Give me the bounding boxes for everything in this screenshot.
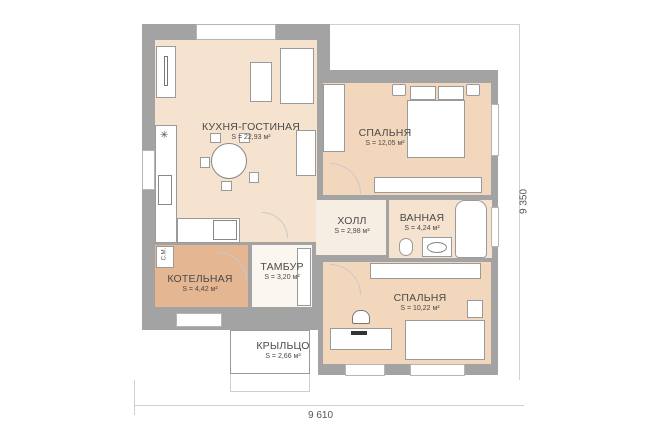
side-cabinet — [296, 130, 316, 176]
desk — [330, 328, 392, 350]
window-bottom-bedroom2-a — [345, 364, 385, 376]
room-area: S = 2,98 м² — [334, 228, 370, 236]
dimension-height: 9 350 — [518, 188, 530, 215]
label-vestibule: ТАМБУР S = 3,20 м² — [252, 261, 312, 282]
washing-machine — [156, 246, 174, 268]
label-porch: КРЫЛЬЦО S = 2,66 м² — [248, 340, 318, 361]
laptop — [351, 331, 367, 335]
wardrobe-bedroom1 — [323, 84, 345, 152]
nightstand-bedroom2 — [467, 300, 483, 318]
room-name: КОТЕЛЬНАЯ — [167, 273, 233, 285]
room-area: S = 3,20 м² — [264, 274, 300, 282]
pillow-right — [438, 86, 464, 100]
room-name: ВАННАЯ — [399, 212, 445, 224]
pillow-left — [410, 86, 436, 100]
dimension-line-top — [325, 24, 520, 25]
dresser-bedroom1 — [374, 177, 482, 193]
room-name: ТАМБУР — [260, 261, 304, 273]
room-name: СПАЛЬНЯ — [393, 292, 447, 304]
bathtub — [455, 200, 487, 258]
label-hall: ХОЛЛ S = 2,98 м² — [322, 215, 382, 236]
tv-stand — [250, 62, 272, 102]
room-name: СПАЛЬНЯ — [358, 127, 412, 139]
window-right-bedroom1 — [491, 104, 499, 156]
window-top-kitchen — [196, 24, 276, 40]
double-bed — [407, 100, 465, 158]
dining-chair-3 — [200, 157, 210, 168]
dimension-line-right — [519, 24, 520, 380]
dimension-line-bottom — [134, 405, 524, 406]
room-area: S = 22,93 м² — [231, 134, 271, 142]
window-right-bathroom — [491, 207, 499, 247]
office-chair — [352, 310, 370, 324]
porch-steps — [230, 374, 310, 392]
room-name: КРЫЛЬЦО — [256, 340, 310, 352]
nightstand-right — [466, 84, 480, 96]
label-boiler: КОТЕЛЬНАЯ S = 4,42 м² — [160, 273, 240, 294]
room-hall — [316, 200, 386, 255]
room-area: S = 12,05 м² — [365, 140, 405, 148]
dresser-bedroom2 — [370, 263, 481, 279]
window-bottom-boiler — [176, 313, 222, 327]
basin — [427, 242, 447, 253]
fridge-icon: ✳ — [160, 130, 169, 141]
sofa — [280, 48, 314, 104]
single-bed — [405, 320, 485, 360]
dining-chair-2 — [239, 133, 250, 143]
nightstand-left — [392, 84, 406, 96]
washing-machine-label: С.М. — [161, 247, 168, 261]
dimension-width: 9 610 — [308, 410, 334, 421]
room-name: ХОЛЛ — [337, 215, 367, 227]
wardrobe-rail — [164, 56, 168, 86]
window-left-kitchen — [142, 150, 155, 190]
window-bottom-bedroom2-b — [410, 364, 465, 376]
label-bedroom-1: СПАЛЬНЯ S = 12,05 м² — [350, 127, 420, 148]
room-area: S = 2,66 м² — [265, 353, 301, 361]
dining-chair-5 — [221, 181, 232, 191]
dining-chair-4 — [249, 172, 259, 183]
room-name: КУХНЯ-ГОСТИНАЯ — [202, 121, 300, 133]
dining-chair-1 — [210, 133, 221, 143]
dimension-tick-left — [134, 380, 135, 415]
dining-table — [211, 143, 247, 179]
sink-icon — [158, 175, 172, 205]
kitchen-counter-bottom — [177, 218, 240, 243]
wardrobe-kitchen — [156, 46, 176, 98]
room-area: S = 10,22 м² — [400, 305, 440, 313]
coat-rack — [297, 248, 311, 306]
label-kitchen-living: КУХНЯ-ГОСТИНАЯ S = 22,93 м² — [196, 121, 306, 142]
room-porch — [230, 330, 310, 374]
stove-icon — [213, 220, 237, 240]
label-bedroom-2: СПАЛЬНЯ S = 10,22 м² — [380, 292, 460, 313]
toilet — [399, 238, 413, 256]
label-bathroom: ВАННАЯ S = 4,24 м² — [392, 212, 452, 233]
kitchen-counter-left — [155, 125, 177, 243]
room-area: S = 4,24 м² — [404, 225, 440, 233]
room-area: S = 4,42 м² — [182, 286, 218, 294]
